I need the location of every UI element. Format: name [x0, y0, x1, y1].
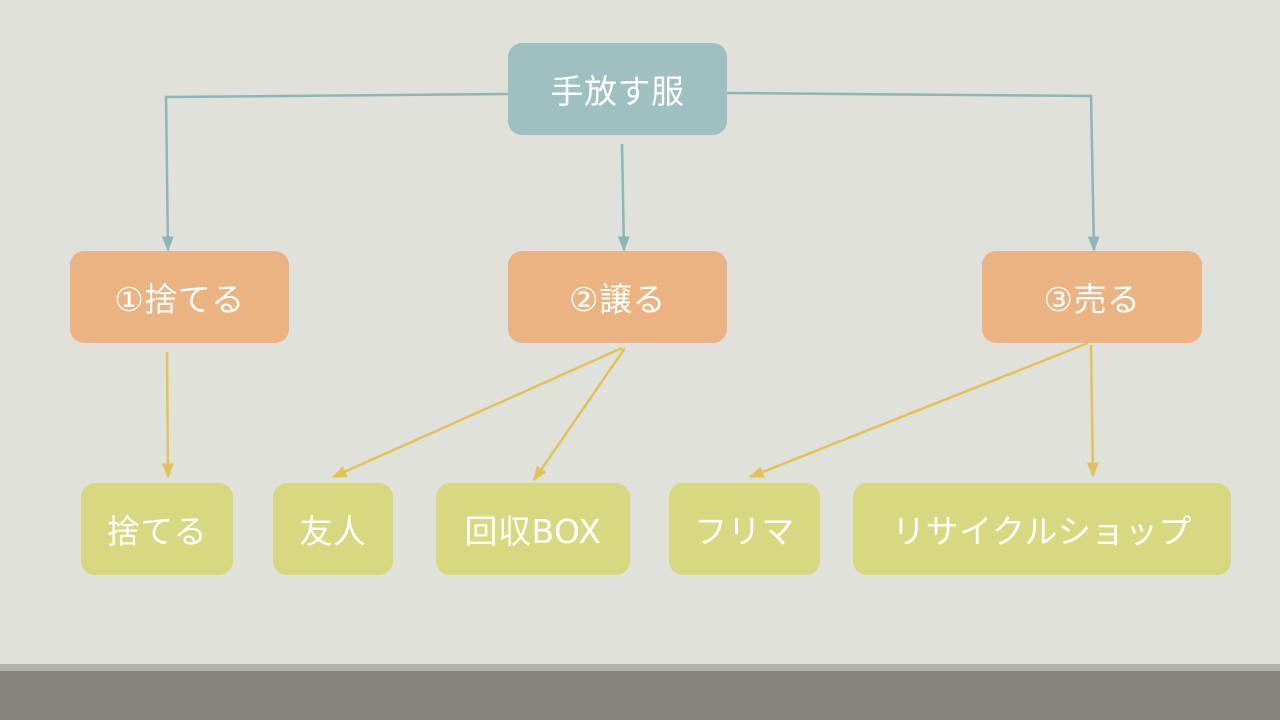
method-node-sell: ③売る	[982, 251, 1202, 343]
destination-node-collection-box: 回収BOX	[436, 483, 630, 575]
destination-node-recycle-shop: リサイクルショップ	[853, 483, 1231, 575]
connector-discard-to-discard	[161, 351, 174, 479]
method-node-discard: ①捨てる	[70, 251, 289, 343]
connector-sell-to-recycle-shop	[1086, 344, 1099, 478]
method-node-give: ②譲る	[508, 251, 727, 343]
connector-give-to-friend	[331, 346, 623, 479]
footer-divider	[0, 664, 1280, 671]
destination-node-discard: 捨てる	[81, 483, 233, 575]
connector-root-to-give	[617, 143, 630, 252]
connector-root-to-discard	[161, 92, 509, 252]
connector-sell-to-flea-market	[748, 341, 1089, 479]
connector-root-to-sell	[726, 91, 1100, 252]
destination-node-friend: 友人	[273, 483, 393, 575]
destination-node-flea-market: フリマ	[669, 483, 820, 575]
connector-give-to-collection-box	[532, 347, 627, 482]
root-node: 手放す服	[508, 43, 727, 135]
footer-bar	[0, 671, 1280, 720]
